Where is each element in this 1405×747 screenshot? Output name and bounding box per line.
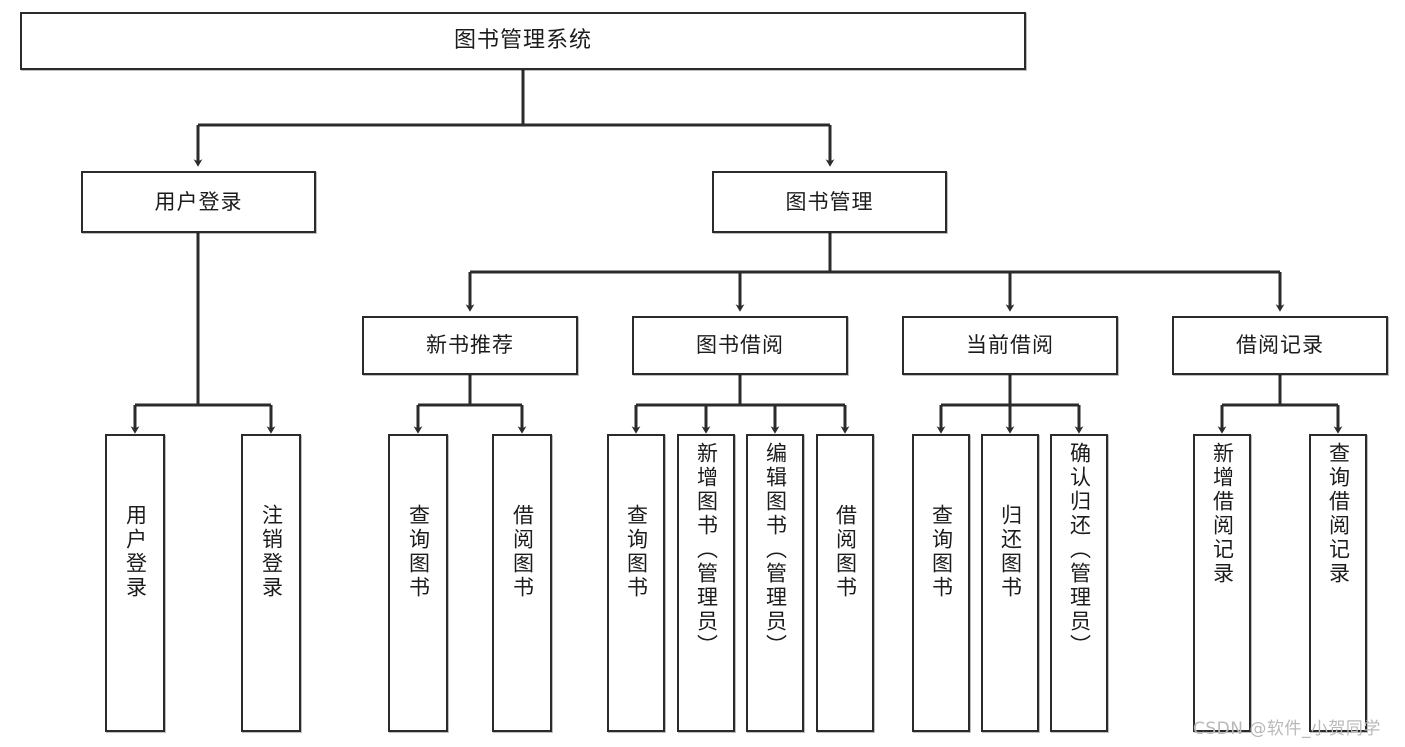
node-label: 查询图书 xyxy=(406,504,431,600)
csdn-watermark: CSDN @软件_小贺同学 xyxy=(1193,719,1381,739)
leaf-book-borrow-borrow-book[interactable]: 借阅图书 xyxy=(816,434,874,732)
node-label: 确认归还（管理员） xyxy=(1067,442,1092,658)
leaf-new-book-borrow-book[interactable]: 借阅图书 xyxy=(492,434,552,732)
leaf-borrow-record-query-record[interactable]: 查询借阅记录 xyxy=(1309,434,1367,732)
node-label: 查询图书 xyxy=(929,504,954,600)
leaf-user-login-logout[interactable]: 注销登录 xyxy=(241,434,301,732)
node-label: 新书推荐 xyxy=(426,333,514,358)
node-label: 查询图书 xyxy=(624,504,649,600)
node-new-book-recommend[interactable]: 新书推荐 xyxy=(362,316,578,375)
leaf-book-borrow-query-book[interactable]: 查询图书 xyxy=(607,434,665,732)
leaf-book-borrow-add-book-admin[interactable]: 新增图书（管理员） xyxy=(677,434,735,732)
node-label: 借阅图书 xyxy=(510,504,535,600)
leaf-book-borrow-edit-book-admin[interactable]: 编辑图书（管理员） xyxy=(746,434,804,732)
node-label: 借阅图书 xyxy=(833,504,858,600)
node-label: 图书借阅 xyxy=(696,333,784,358)
leaf-current-borrow-confirm-return-admin[interactable]: 确认归还（管理员） xyxy=(1050,434,1108,732)
node-label: 编辑图书（管理员） xyxy=(763,442,788,658)
leaf-borrow-record-add-record[interactable]: 新增借阅记录 xyxy=(1193,434,1251,732)
node-book-borrow[interactable]: 图书借阅 xyxy=(632,316,848,375)
node-label: 借阅记录 xyxy=(1236,333,1324,358)
leaf-current-borrow-return-book[interactable]: 归还图书 xyxy=(981,434,1039,732)
node-label: 注销登录 xyxy=(259,504,284,600)
node-borrow-record[interactable]: 借阅记录 xyxy=(1172,316,1388,375)
node-book-management[interactable]: 图书管理 xyxy=(712,171,947,233)
node-label: 当前借阅 xyxy=(966,333,1054,358)
node-label: 归还图书 xyxy=(998,504,1023,600)
node-root-book-management-system[interactable]: 图书管理系统 xyxy=(20,12,1026,70)
node-label: 图书管理系统 xyxy=(453,28,592,54)
node-label: 查询借阅记录 xyxy=(1326,442,1351,586)
leaf-current-borrow-query-book[interactable]: 查询图书 xyxy=(912,434,970,732)
node-label: 用户登录 xyxy=(123,504,148,600)
leaf-user-login-login[interactable]: 用户登录 xyxy=(105,434,165,732)
node-label: 用户登录 xyxy=(154,189,243,214)
node-user-login[interactable]: 用户登录 xyxy=(81,171,316,233)
node-label: 图书管理 xyxy=(785,189,874,214)
node-label: 新增借阅记录 xyxy=(1210,442,1235,586)
node-label: 新增图书（管理员） xyxy=(694,442,719,658)
node-current-borrow[interactable]: 当前借阅 xyxy=(902,316,1118,375)
leaf-new-book-query-book[interactable]: 查询图书 xyxy=(388,434,448,732)
